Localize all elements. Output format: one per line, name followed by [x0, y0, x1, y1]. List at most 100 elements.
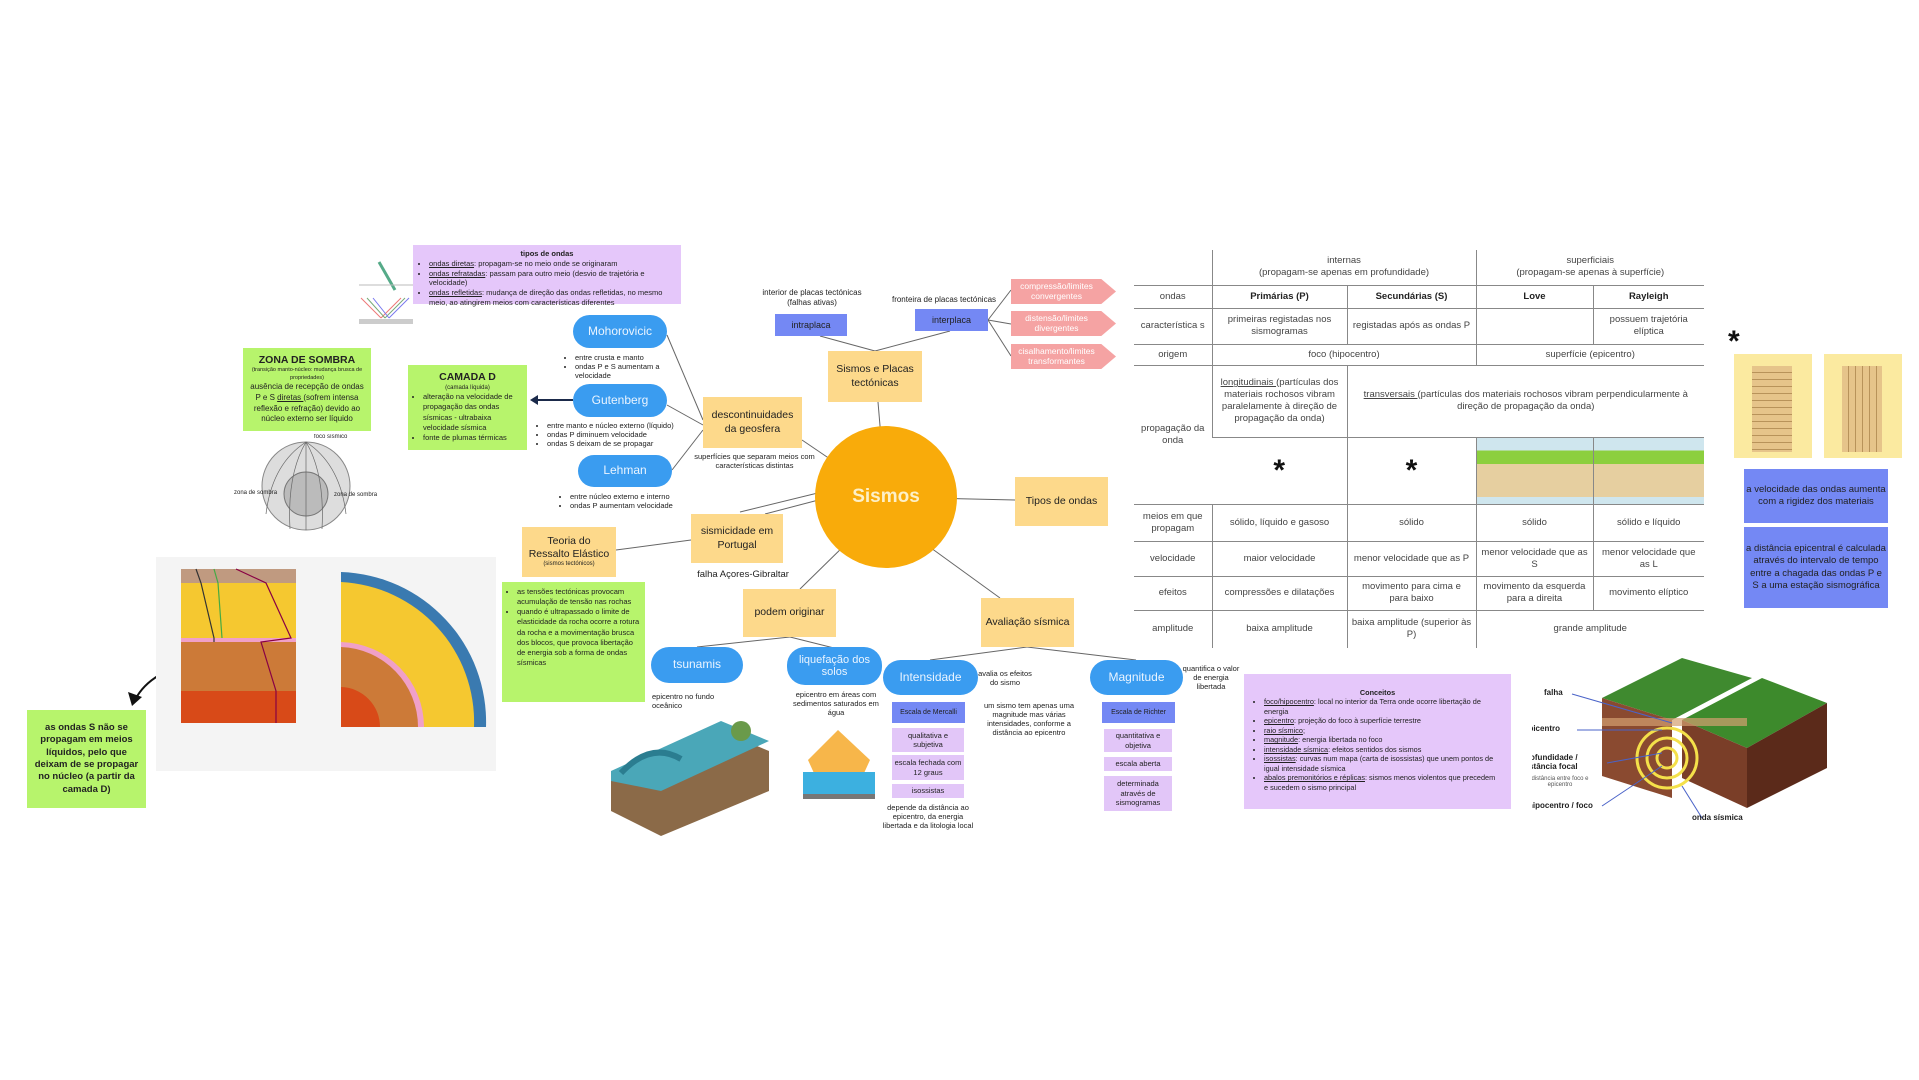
epicenter-label: epicentro	[1532, 724, 1561, 733]
node-interplate[interactable]: interplaca	[915, 309, 988, 331]
hypocenter-label: hipocentro / foco	[1532, 801, 1593, 810]
wave-reflection-illustration	[359, 258, 413, 326]
focal-depth-note: distância entre foco e epicentro	[1532, 776, 1589, 788]
epicentral-distance-note: a distância epicentral é calculada atrav…	[1744, 527, 1888, 608]
node-lehman[interactable]: Lehman	[578, 455, 672, 487]
rigidity-note: a velocidade das ondas aumenta com a rig…	[1744, 469, 1888, 523]
s-wave-star: *	[1346, 436, 1476, 504]
focus-label: foco sísmico	[314, 434, 348, 440]
right-star: *	[1728, 325, 1740, 358]
wave-type-item: ondas diretas: propagam-se no meio onde …	[429, 259, 675, 269]
limit-transform[interactable]: cisalhamento/limites transformantes	[1011, 344, 1116, 369]
p-wave-star: *	[1212, 436, 1347, 504]
earth-structure-diagram	[156, 557, 496, 771]
concepts-box: Conceitos foco/hipocentro: local no inte…	[1244, 674, 1511, 809]
shadow-zone-text: ausência de recepção de ondas P e S dire…	[250, 382, 364, 424]
focal-depth-label: profundidade / distância focal	[1532, 753, 1578, 771]
node-gutenberg[interactable]: Gutenberg	[573, 384, 667, 417]
shadow-right-label: zona de sombra	[334, 492, 378, 498]
wave-types-table: internas(propagam-se apenas em profundid…	[1134, 250, 1704, 648]
rayleigh-wave-illustration	[1592, 436, 1704, 504]
shadow-zone-box: ZONA DE SOMBRA (transição manto-núcleo: …	[243, 348, 371, 431]
wave-types-title: tipos de ondas	[520, 249, 574, 258]
wave-types-box: tipos de ondas ondas diretas: propagam-s…	[413, 245, 681, 307]
layer-d-title: CAMADA D	[439, 371, 496, 383]
tsunami-illustration	[611, 711, 769, 836]
p-wave-illustration	[1734, 354, 1812, 458]
s-waves-note: as ondas S não se propagam em meios líqu…	[27, 710, 146, 808]
node-liquefaction[interactable]: liquefação dos solos	[787, 647, 882, 685]
wave-type-item: ondas refratadas: passam para outro meio…	[429, 269, 675, 289]
discontinuities-note: superfícies que separam meios com caract…	[694, 452, 815, 470]
node-wave-types[interactable]: Tipos de ondas	[1015, 477, 1108, 526]
shadow-zone-diagram: foco sísmico zona de sombra zona de somb…	[232, 434, 392, 532]
magnitude-prop: escala aberta	[1104, 757, 1172, 771]
elastic-rebound-subtitle: (sismos tectónicos)	[543, 561, 595, 568]
intensity-prop: escala fechada com 12 graus	[892, 755, 964, 780]
table-row: propagação da onda longitudinais (partíc…	[1134, 364, 1704, 504]
limit-divergent[interactable]: distensão/limites divergentes	[1011, 311, 1116, 336]
intensity-note: avalia os efeitos do sismo	[978, 669, 1032, 687]
limit-convergent[interactable]: compressão/limites convergentes	[1011, 279, 1116, 304]
seismic-wave-label: onda sísmica	[1692, 813, 1743, 822]
shadow-zone-title: ZONA DE SOMBRA	[258, 354, 356, 366]
group-internal: internas(propagam-se apenas em profundid…	[1211, 250, 1476, 285]
node-seismic-assessment[interactable]: Avaliação sísmica	[981, 598, 1074, 647]
node-elastic-rebound[interactable]: Teoria do Ressalto Elástico (sismos tect…	[522, 527, 616, 577]
mohorovicic-notes: entre crusta e mantoondas P e S aumentam…	[565, 353, 677, 380]
liquefaction-house-illustration	[798, 720, 880, 800]
shadow-left-label: zona de sombra	[234, 490, 278, 496]
fault-label: falha	[1544, 688, 1563, 697]
s-wave-illustration	[1824, 354, 1902, 458]
node-tsunamis[interactable]: tsunamis	[651, 647, 743, 683]
concept-item: raio sísmico;	[1264, 726, 1501, 735]
mercalli-scale: Escala de Mercalli	[892, 702, 965, 723]
gutenberg-notes: entre manto e núcleo externo (líquido)on…	[537, 421, 697, 448]
intraplate-note: interior de placas tectónicas (falhas at…	[762, 288, 862, 307]
node-magnitude[interactable]: Magnitude	[1090, 660, 1183, 695]
magnitude-intensity-note: um sismo tem apenas uma magnitude mas vá…	[983, 701, 1075, 737]
fault-block-diagram: falha epicentro profundidade / distância…	[1532, 658, 1832, 828]
node-intensity[interactable]: Intensidade	[883, 660, 978, 695]
interplate-note: fronteira de placas tectónicas	[891, 295, 997, 304]
concepts-title: Conceitos	[1359, 688, 1396, 697]
richter-scale: Escala de Richter	[1102, 702, 1175, 723]
magnitude-prop: quantitativa e objetiva	[1104, 729, 1172, 752]
love-wave-illustration	[1475, 436, 1593, 504]
tsunamis-note: epicentro no fundo oceânico	[652, 692, 715, 710]
concept-item: intensidade sísmica: efeitos sentidos do…	[1264, 745, 1501, 754]
node-mohorovicic[interactable]: Mohorovicic	[573, 315, 667, 348]
layer-d-box: CAMADA D (camada líquida) alteração na v…	[408, 365, 527, 450]
group-surface: superficiais(propagam-se apenas à superf…	[1475, 250, 1704, 285]
intensity-prop: qualitativa e subjetiva	[892, 728, 964, 752]
intensity-prop: isossistas	[892, 784, 964, 798]
magnitude-note: quantifica o valor de energia libertada	[1182, 664, 1240, 691]
portugal-note: falha Açores-Gibraltar	[697, 569, 789, 580]
magnitude-prop: determinada através de sismogramas	[1104, 776, 1172, 811]
elastic-rebound-notes: as tensões tectónicas provocam acumulaçã…	[502, 582, 645, 702]
shadow-zone-subtitle: (transição manto-núcleo: mudança brusca …	[251, 367, 363, 381]
liquefaction-note: epicentro em áreas com sedimentos satura…	[793, 690, 879, 717]
lehman-notes: entre núcleo externo e internoondas P au…	[560, 492, 690, 510]
intensity-depends-note: depende da distância ao epicentro, da en…	[882, 803, 974, 830]
layer-d-subtitle: (camada líquida)	[445, 385, 490, 392]
node-intraplate[interactable]: intraplaca	[775, 314, 847, 336]
concept-item: magnitude: energia libertada no foco	[1264, 735, 1501, 744]
concept-item: isossistas: curvas num mapa (carta de is…	[1264, 754, 1501, 773]
concept-item: epicentro: projeção do foco à superfície…	[1264, 716, 1501, 725]
elastic-rebound-title: Teoria do Ressalto Elástico	[528, 535, 610, 561]
node-plates[interactable]: Sismos e Placas tectónicas	[828, 351, 922, 402]
concept-item: abalos premonitórios e réplicas: sismos …	[1264, 773, 1501, 792]
node-portugal[interactable]: sismicidade em Portugal	[691, 514, 783, 563]
central-node-sismos[interactable]: Sismos	[815, 426, 957, 568]
table-row: * *	[1134, 436, 1704, 504]
node-discontinuities[interactable]: descontinuidades da geosfera	[703, 397, 802, 448]
wave-type-item: ondas refletidas: mudança de direção das…	[429, 288, 675, 308]
node-can-cause[interactable]: podem originar	[743, 589, 836, 637]
